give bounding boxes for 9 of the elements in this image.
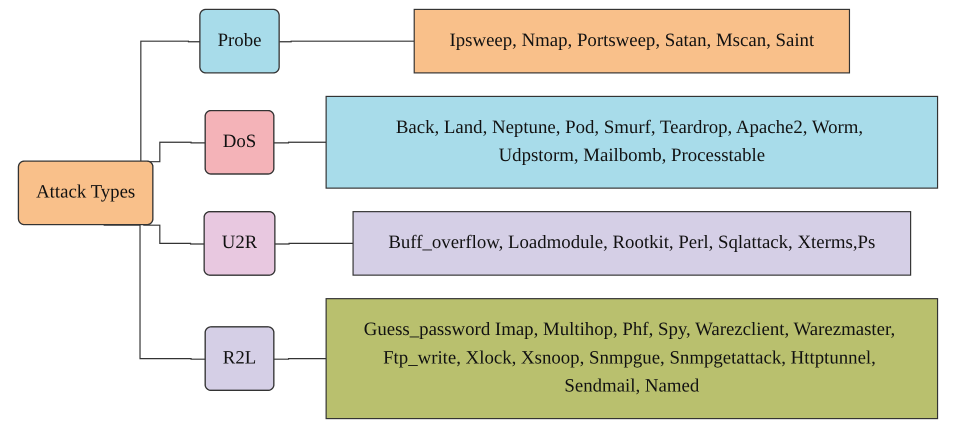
node-box: Guess_password Imap, Multihop, Phf, Spy, Warezclient, Warezmaster, Ftp_write, Xlock, Xsnoop, Snmpgue, Snmpgetattack, Httptunnel, Sendmail, Named — [326, 298, 938, 420]
connector — [280, 40, 414, 42]
node-box: Ipsweep, Nmap, Portsweep, Satan, Mscan, Saint — [414, 8, 850, 74]
connector — [274, 358, 326, 360]
connector — [276, 242, 354, 245]
connector — [143, 224, 205, 245]
connector — [274, 142, 326, 144]
node-box: Buff_overflow, Loadmodule, Rootkit, Perl, Sqlattack, Xterms,Ps — [352, 211, 912, 276]
node-box: Back, Land, Neptune, Pod, Smurf, Teardrop, Apache2, Worm, Udpstorm, Mailbomb, Processtable — [326, 96, 938, 189]
